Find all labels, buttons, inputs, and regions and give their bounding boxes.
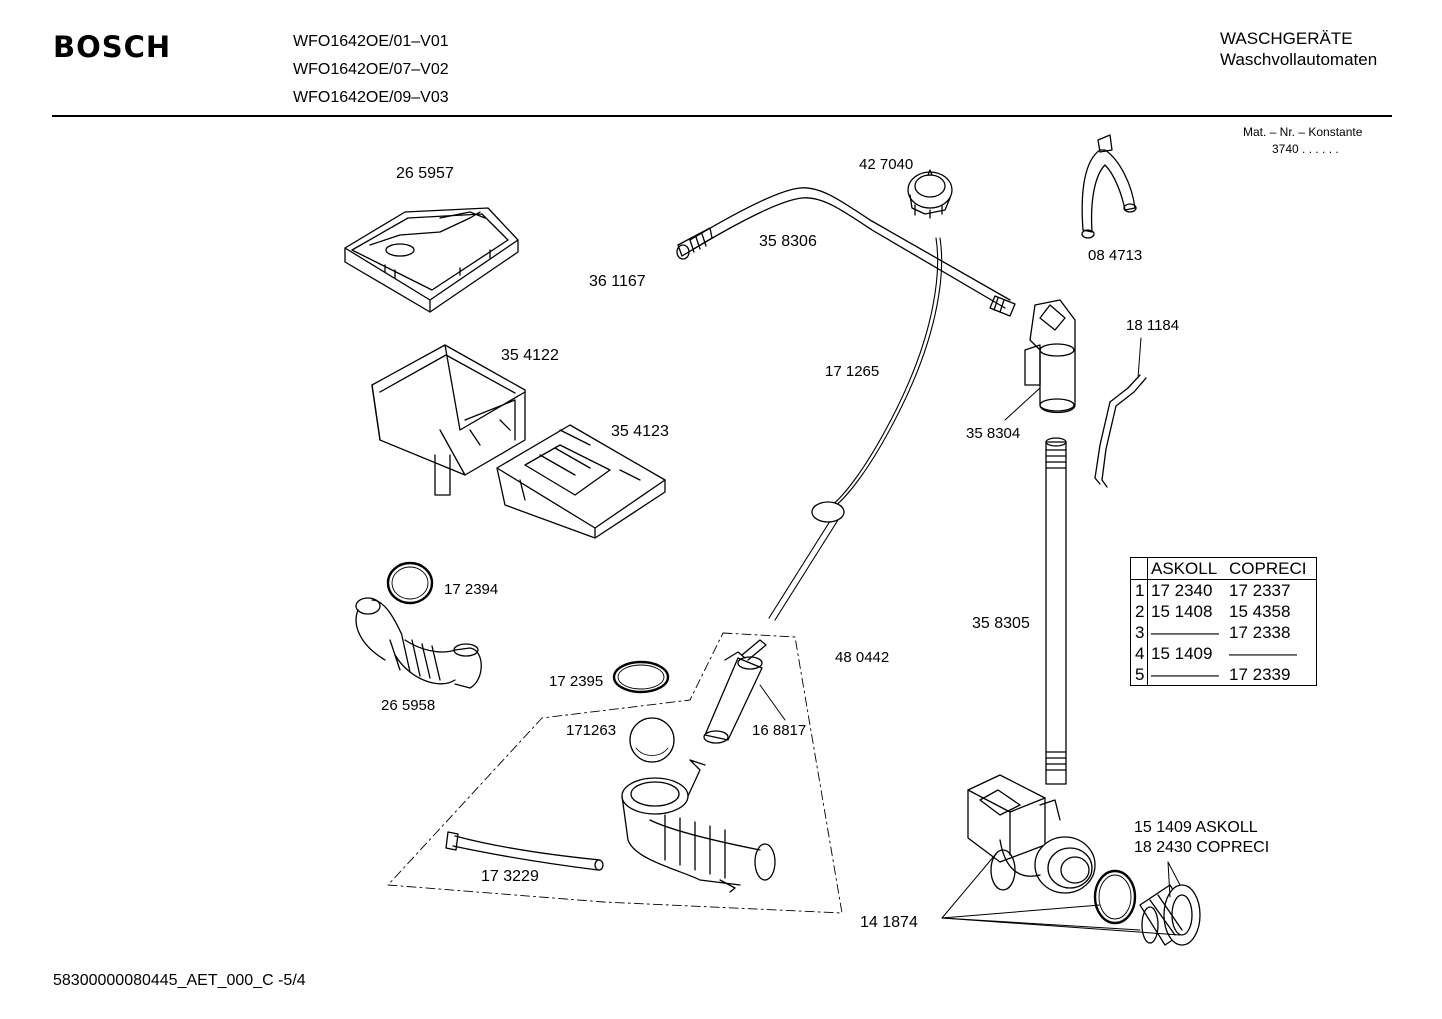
row-number: 2 (1130, 601, 1148, 622)
label-172395: 17 2395 (549, 673, 604, 690)
model-number-3: WFO1642OE/09–V03 (293, 89, 449, 106)
label-354122: 35 4122 (501, 347, 559, 364)
gasket-ring-part (386, 561, 434, 605)
table-row: 5 ———— 17 2339 (1130, 664, 1317, 686)
copreci-cell: 17 2338 (1229, 623, 1291, 642)
askoll-cell: 17 2340 (1151, 581, 1213, 600)
copreci-cell: ———— (1229, 644, 1297, 663)
table-header-blank (1130, 557, 1148, 580)
bent-rod-part (1094, 374, 1147, 488)
copreci-cell: 17 2339 (1229, 665, 1291, 684)
table-header-askoll: ASKOLL (1147, 557, 1226, 580)
label-084713: 08 4713 (1088, 247, 1143, 264)
label-182430-copreci: 18 2430 COPRECI (1134, 839, 1270, 856)
label-172394: 17 2394 (444, 581, 499, 598)
label-151409-askoll: 15 1409 ASKOLL (1134, 819, 1258, 836)
dispenser-lid-part (344, 207, 519, 313)
row-number: 3 (1130, 622, 1148, 643)
header-divider (52, 115, 1392, 117)
drain-pump-part (967, 774, 1096, 894)
pump-filter-part (1139, 884, 1201, 946)
label-171265: 17 1265 (825, 363, 880, 380)
table-row: 4 15 1409 ———— (1130, 643, 1317, 664)
mat-nr-label: Mat. – Nr. – Konstante (1243, 125, 1363, 139)
label-358306: 35 8306 (759, 233, 817, 250)
label-265958: 26 5958 (381, 697, 436, 714)
document-id-footer: 58300000080445_AET_000_C -5/4 (53, 972, 306, 989)
label-358305: 35 8305 (972, 615, 1030, 632)
category-subtitle: Waschvollautomaten (1220, 50, 1378, 69)
label-265957: 26 5957 (396, 165, 454, 182)
copreci-cell: 15 4358 (1229, 602, 1291, 621)
label-361167: 36 1167 (589, 273, 646, 290)
table-row: 3 ———— 17 2338 (1130, 622, 1317, 643)
table-row: 1 17 2340 17 2337 (1130, 579, 1317, 601)
copreci-cell: 17 2337 (1229, 581, 1291, 600)
label-168817: 16 8817 (752, 722, 807, 739)
drawer-insert-part (496, 424, 666, 539)
supplier-table: ASKOLL COPRECI 1 17 2340 17 2337 2 15 14… (1130, 557, 1317, 686)
label-354123: 35 4123 (611, 423, 669, 440)
hose-clip-part (1081, 134, 1137, 239)
row-number: 5 (1130, 664, 1148, 686)
category-title: WASCHGERÄTE (1220, 29, 1353, 48)
askoll-cell: ———— (1151, 665, 1219, 684)
row-number: 1 (1130, 579, 1148, 601)
air-trap-part (1024, 299, 1076, 414)
row-number: 4 (1130, 643, 1148, 664)
brand-logo: BOSCH (53, 30, 172, 64)
label-181184: 18 1184 (1126, 317, 1180, 334)
drain-hose-part (1045, 437, 1067, 785)
label-141874: 14 1874 (860, 914, 918, 931)
label-480442: 48 0442 (835, 649, 890, 666)
label-171263: 171263 (566, 722, 617, 739)
askoll-cell: 15 1408 (1151, 602, 1213, 621)
pressure-switch-part (907, 169, 953, 219)
sump-hose-part (621, 759, 776, 893)
model-number-2: WFO1642OE/07–V02 (293, 61, 449, 78)
label-358304: 35 8304 (966, 425, 1021, 442)
askoll-cell: 15 1409 (1151, 644, 1213, 663)
bellows-hose-part (355, 597, 482, 689)
dispenser-housing-part (371, 344, 526, 496)
model-number-1: WFO1642OE/01–V01 (293, 33, 449, 50)
label-173229: 17 3229 (481, 868, 539, 885)
small-hose-part (445, 831, 604, 871)
table-header-copreci: COPRECI (1226, 557, 1317, 580)
mat-nr-value: 3740 . . . . . . (1272, 142, 1339, 156)
vent-tube-part (676, 187, 1016, 317)
askoll-cell: ———— (1151, 623, 1219, 642)
level-sensor-part (703, 639, 767, 744)
table-row: 2 15 1408 15 4358 (1130, 601, 1317, 622)
label-427040: 42 7040 (859, 156, 914, 173)
table-header-row: ASKOLL COPRECI (1130, 557, 1317, 580)
